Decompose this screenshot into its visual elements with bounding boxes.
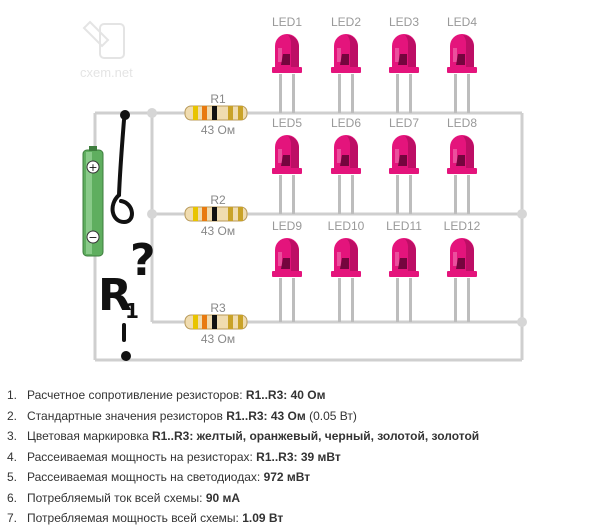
resistor-band xyxy=(193,106,198,120)
result-value: R1..R3: желтый, оранжевый, черный, золот… xyxy=(151,429,480,443)
led-label: LED6 xyxy=(331,116,361,130)
led-4: LED4 xyxy=(447,15,477,113)
resistor-band xyxy=(202,207,207,221)
led-10: LED10 xyxy=(328,219,365,322)
battery-plus: + xyxy=(88,161,97,174)
led-label: LED7 xyxy=(389,116,419,130)
led-9: LED9 xyxy=(272,219,302,322)
result-label: Расчетное сопротивление резисторов: xyxy=(27,388,246,402)
result-value: 90 мА xyxy=(205,490,241,505)
result-label: Цветовая маркировка xyxy=(27,429,152,443)
watermark-text: cxem.net xyxy=(80,65,133,80)
resistor-band xyxy=(193,207,198,221)
battery: + − xyxy=(82,146,104,257)
handwritten-r: R xyxy=(98,270,132,321)
result-suffix: (0.05 Вт) xyxy=(305,408,357,423)
led-label: LED11 xyxy=(386,219,422,233)
led-label: LED1 xyxy=(272,15,302,29)
led-12: LED12 xyxy=(444,219,481,322)
handwritten-subscript: 1 xyxy=(125,299,139,323)
resistor-band xyxy=(212,315,217,329)
led-label: LED9 xyxy=(272,219,302,233)
resistor-value: 43 Ом xyxy=(201,224,235,238)
resistor-band xyxy=(228,207,233,221)
resistor-band xyxy=(228,315,233,329)
result-number: 1. xyxy=(7,388,18,402)
handwritten-question-mark: ? xyxy=(130,235,156,286)
led-3: LED3 xyxy=(389,15,419,113)
resistor-value: 43 Ом xyxy=(201,123,235,137)
result-number: 5. xyxy=(7,470,18,484)
result-item: 5.Рассеиваемая мощность на светодиодах: … xyxy=(7,467,592,488)
result-number: 7. xyxy=(7,511,18,525)
result-value: 1.09 Вт xyxy=(242,511,284,525)
led-label: LED10 xyxy=(328,219,365,233)
junction-dot xyxy=(517,317,527,327)
result-label: Рассеиваемая мощность на светодиодах: xyxy=(27,470,264,484)
resistor-r1: R1 43 Ом xyxy=(184,92,248,137)
result-value: R1..R3: 39 мВт xyxy=(256,449,341,464)
led-label: LED5 xyxy=(272,116,302,130)
result-number: 6. xyxy=(7,490,18,505)
resistor-label: R3 xyxy=(210,301,226,315)
led-label: LED8 xyxy=(447,116,477,130)
result-item: 7. Потребляемая мощность всей схемы: 1.09… xyxy=(7,508,592,529)
result-number: 3. xyxy=(7,429,18,443)
resistor-band xyxy=(212,106,217,120)
resistor-label: R1 xyxy=(210,92,226,106)
led-7: LED7 xyxy=(389,116,419,214)
result-item: 2. Стандартные значения резисторов R1..R3… xyxy=(7,406,592,427)
result-item: 6. Потребляемый ток всей схемы: 90 мА xyxy=(7,488,592,509)
junction-dot xyxy=(147,209,157,219)
result-item: 4. Рассеиваемая мощность на резисторах: R… xyxy=(7,447,592,468)
junction-dots xyxy=(147,108,527,327)
resistors: R1 43 Ом R2 43 Ом R3 43 Ом xyxy=(184,92,248,346)
result-number: 2. xyxy=(7,408,18,423)
led-6: LED6 xyxy=(331,116,361,214)
results-list: 1. Расчетное сопротивление резисторов: R1… xyxy=(7,385,592,529)
led-2: LED2 xyxy=(331,15,361,113)
led-label: LED3 xyxy=(389,15,419,29)
result-item: 3. Цветовая маркировка R1..R3: желтый, ор… xyxy=(7,426,592,447)
resistor-value: 43 Ом xyxy=(201,332,235,346)
resistor-band xyxy=(238,106,243,120)
led-label: LED2 xyxy=(331,15,361,29)
resistor-band xyxy=(228,106,233,120)
resistor-r2: R2 43 Ом xyxy=(184,193,248,238)
led-11: LED11 xyxy=(386,219,422,322)
result-value: R1..R3: 40 Ом xyxy=(245,388,326,402)
resistor-band xyxy=(193,315,198,329)
led-1: LED1 xyxy=(272,15,302,113)
led-label: LED12 xyxy=(444,219,481,233)
battery-minus: − xyxy=(88,231,97,244)
led-5: LED5 xyxy=(272,116,302,214)
result-value: 972 мВт xyxy=(263,470,311,484)
led-label: LED4 xyxy=(447,15,477,29)
result-number: 4. xyxy=(7,449,18,464)
resistor-band xyxy=(238,315,243,329)
result-label: Потребляемая мощность всей схемы: xyxy=(27,511,243,525)
resistor-r3: R3 43 Ом xyxy=(184,301,248,346)
resistor-band xyxy=(238,207,243,221)
handwritten-annotation: ? R 1 xyxy=(98,110,156,361)
junction-dot xyxy=(147,108,157,118)
result-label: Потребляемый ток всей схемы: xyxy=(27,490,206,505)
result-item: 1. Расчетное сопротивление резисторов: R1… xyxy=(7,385,592,406)
resistor-band xyxy=(202,315,207,329)
led-8: LED8 xyxy=(447,116,477,214)
resistor-label: R2 xyxy=(210,193,226,207)
result-label: Рассеиваемая мощность на резисторах: xyxy=(27,449,257,464)
junction-dot xyxy=(517,209,527,219)
result-label: Стандартные значения резисторов xyxy=(27,408,227,423)
result-value: R1..R3: 43 Ом xyxy=(226,408,306,423)
resistor-band xyxy=(212,207,217,221)
resistor-band xyxy=(202,106,207,120)
watermark-logo: cxem.net xyxy=(80,20,133,80)
